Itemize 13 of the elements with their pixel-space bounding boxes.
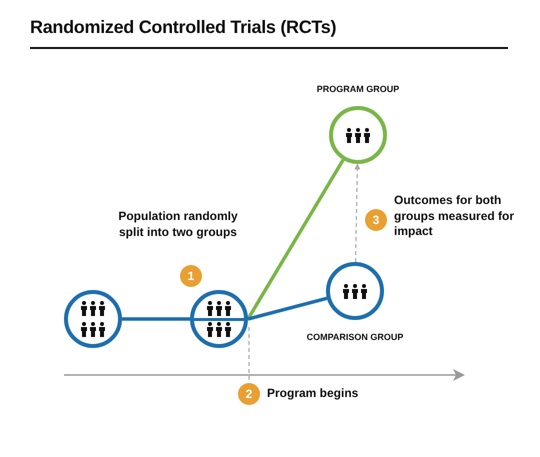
group-label: PROGRAM GROUP [316, 84, 400, 96]
step-badge: 1 [180, 265, 202, 287]
group-label: COMPARISON GROUP [306, 332, 404, 344]
step-description: Outcomes for both groups measured for impact [394, 193, 516, 240]
step-badge: 2 [238, 383, 260, 405]
diagram-title: Randomized Controlled Trials (RCTs) [30, 17, 336, 38]
step-badge: 3 [365, 209, 387, 231]
connector-line [246, 159, 345, 320]
connector-line [122, 317, 190, 321]
step-description: Population randomly split into two groups [117, 209, 239, 240]
dashed-arrow [354, 163, 360, 262]
step-description: Program begins [267, 386, 360, 402]
connector-line [248, 296, 328, 321]
